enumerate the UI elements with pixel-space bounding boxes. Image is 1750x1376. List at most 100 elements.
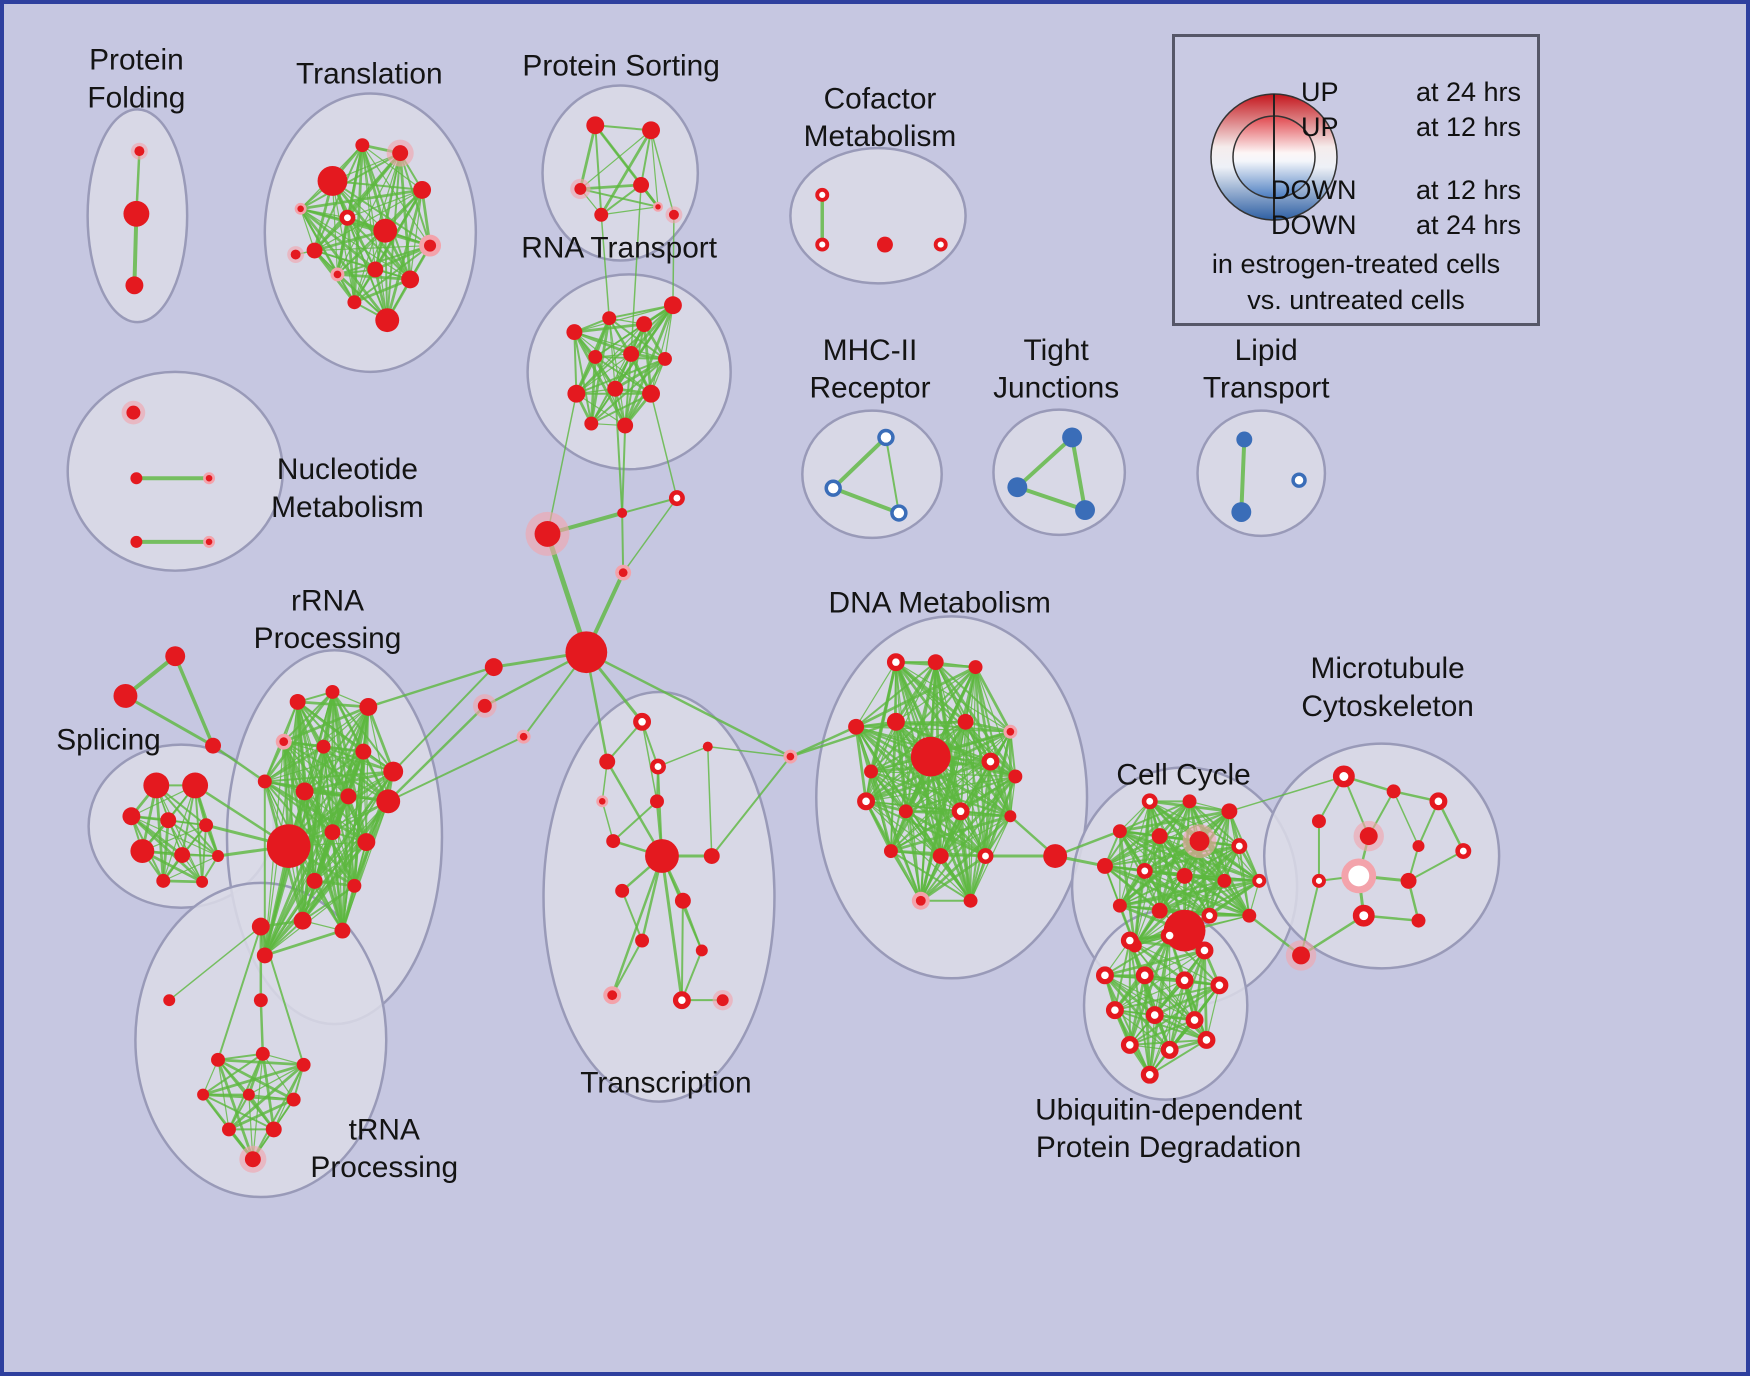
- node-cc7: [1231, 838, 1248, 855]
- cluster-ellipse-cofactor-metabolism: [789, 146, 967, 285]
- node-tr9: [306, 242, 323, 259]
- node-lt2: [1231, 502, 1252, 522]
- node-ch2: [617, 508, 628, 518]
- node-cc15: [1201, 907, 1218, 924]
- cluster-ellipse-mhc-ii-receptor: [801, 409, 943, 540]
- node-rrBig: [266, 824, 311, 868]
- cluster-label-trna-processing: Processing: [310, 1151, 458, 1184]
- node-cc4: [1112, 824, 1127, 839]
- legend-updown-glyph-icon: [1210, 93, 1338, 221]
- legend-caption-line2: vs. untreated cells: [1247, 285, 1465, 315]
- cluster-label-rrna-processing: Processing: [254, 622, 402, 655]
- node-tn10: [221, 1122, 236, 1137]
- node-ub12: [1160, 1040, 1179, 1059]
- node-cf1: [815, 187, 830, 202]
- node-tn12: [239, 1145, 267, 1173]
- node-cc16: [1242, 908, 1257, 923]
- node-rr12: [324, 824, 341, 841]
- node-dmL: [783, 749, 798, 764]
- cluster-ellipse-translation: [263, 92, 478, 374]
- node-im1: [484, 658, 503, 677]
- cluster-label-ubiquitin-degradation: Ubiquitin-dependent: [1035, 1093, 1303, 1126]
- node-sp1: [143, 772, 170, 799]
- node-lt3: [1291, 472, 1307, 488]
- node-rr18: [256, 947, 273, 964]
- node-mc9: [1400, 872, 1417, 889]
- node-mc6: [1412, 840, 1425, 853]
- cluster-label-cofactor-metabolism: Metabolism: [804, 120, 957, 153]
- node-cc5: [1151, 828, 1168, 845]
- node-pf3: [125, 276, 144, 295]
- node-tx15: [672, 991, 691, 1010]
- cluster-label-splicing: Splicing: [56, 724, 161, 757]
- node-cc12: [1252, 873, 1267, 888]
- legend-caption-line1: in estrogen-treated cells: [1211, 249, 1501, 279]
- node-rr10: [340, 788, 357, 805]
- node-tx7: [606, 834, 621, 849]
- node-cc8: [1096, 858, 1113, 874]
- node-tj2: [1007, 477, 1028, 498]
- node-rr11: [376, 789, 401, 814]
- node-ub7: [1210, 976, 1229, 995]
- node-rr3: [359, 697, 378, 716]
- node-tx3: [650, 758, 666, 775]
- node-tx5: [596, 795, 609, 808]
- node-ub8: [1105, 1001, 1124, 1020]
- node-ub5: [1135, 966, 1154, 985]
- node-nm1: [121, 400, 146, 425]
- node-tr5: [413, 180, 432, 199]
- cluster-ellipse-tight-junctions: [992, 408, 1127, 537]
- node-tr15: [287, 246, 305, 263]
- node-mc12: [1411, 913, 1426, 928]
- node-tx10: [615, 883, 630, 898]
- node-dm4: [848, 718, 865, 735]
- node-tn2: [163, 994, 176, 1007]
- node-rt10: [642, 384, 660, 403]
- node-ps4: [633, 176, 650, 193]
- node-dm15: [883, 844, 898, 859]
- node-ch3: [525, 511, 570, 556]
- node-nm2: [130, 472, 143, 485]
- node-sp9: [156, 873, 171, 888]
- node-mc5: [1353, 820, 1384, 852]
- node-dm2: [927, 654, 944, 671]
- node-rr2: [325, 685, 340, 699]
- node-dm18: [911, 891, 930, 910]
- node-dm14: [1004, 810, 1017, 823]
- cluster-label-nucleotide-metabolism: Nucleotide: [277, 453, 418, 486]
- node-ps5: [594, 207, 609, 222]
- node-ft3: [205, 737, 222, 754]
- node-tn8: [242, 1088, 255, 1101]
- node-mc2: [1386, 784, 1401, 799]
- node-tr6: [339, 209, 356, 226]
- node-tn5: [255, 1046, 270, 1061]
- node-rr6: [355, 743, 372, 760]
- node-sp4: [160, 812, 177, 829]
- cluster-label-ubiquitin-degradation: Protein Degradation: [1036, 1131, 1301, 1164]
- node-cf2: [815, 237, 830, 252]
- node-tx6: [650, 794, 664, 809]
- cluster-ellipse-trna-processing: [134, 881, 388, 1199]
- node-ft2: [113, 684, 138, 708]
- node-tr3: [355, 138, 370, 153]
- node-tx11: [674, 892, 691, 909]
- cluster-label-mhc-ii-receptor: Receptor: [809, 372, 930, 405]
- node-sp3: [122, 807, 141, 826]
- node-sp5: [199, 818, 214, 833]
- node-br2: [1285, 940, 1317, 971]
- node-cc14: [1151, 902, 1168, 919]
- node-mc7: [1455, 843, 1472, 860]
- node-ps1: [586, 116, 605, 135]
- node-sp7: [174, 847, 191, 863]
- node-cc2: [1182, 794, 1197, 809]
- node-nm5: [203, 535, 216, 548]
- node-dm16: [932, 848, 949, 864]
- cluster-label-mhc-ii-receptor: MHC-II: [823, 334, 917, 367]
- node-mc8: [1341, 858, 1377, 894]
- node-rr13: [357, 833, 376, 852]
- node-tx13: [695, 944, 708, 957]
- node-ps3: [570, 178, 591, 200]
- node-lt1: [1236, 431, 1253, 448]
- node-dm6: [957, 713, 974, 730]
